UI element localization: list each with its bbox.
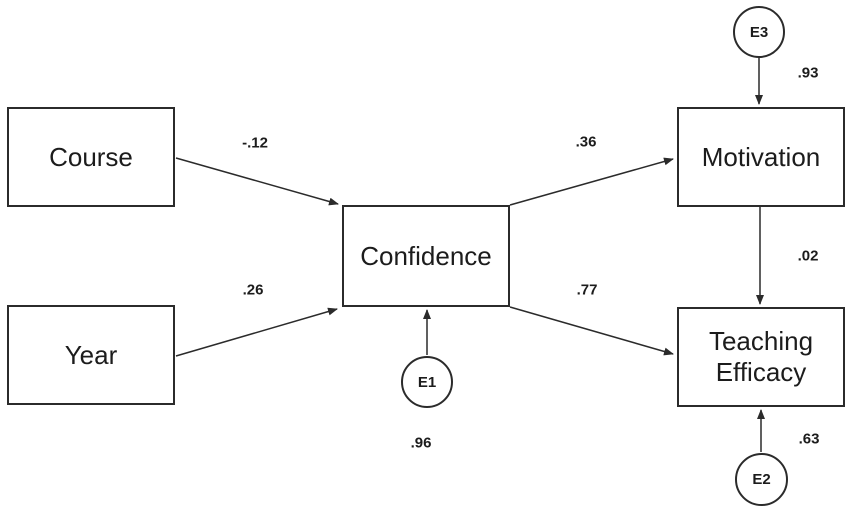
arrow-confidence-to-motivation [509, 157, 674, 206]
coef-motivation-to-teaching-efficacy: .02 [797, 247, 819, 265]
coef-year-to-confidence: .26 [242, 281, 264, 299]
node-confidence: Confidence [342, 205, 510, 307]
coef-confidence-to-motivation: .36 [575, 133, 597, 151]
node-e2-label: E2 [752, 471, 771, 488]
node-e2: E2 [735, 453, 788, 506]
node-teaching-efficacy: Teaching Efficacy [677, 307, 845, 407]
node-motivation: Motivation [677, 107, 845, 207]
node-year-label: Year [64, 339, 118, 370]
coef-e3-to-motivation: .93 [797, 64, 819, 82]
coef-course-to-confidence: -.12 [242, 134, 268, 152]
node-year: Year [7, 305, 175, 405]
node-e3-label: E3 [749, 23, 769, 41]
node-confidence-label: Confidence [360, 240, 492, 271]
node-e1-label: E1 [417, 373, 437, 391]
node-motivation-label: Motivation [701, 141, 821, 172]
node-e3: E3 [733, 6, 785, 58]
node-teaching-efficacy-label: Teaching Efficacy [708, 326, 814, 387]
coef-confidence-to-teaching-efficacy: .77 [576, 281, 598, 299]
node-course-label: Course [49, 141, 133, 172]
arrow-course-to-confidence [175, 157, 339, 206]
arrow-confidence-to-teaching-efficacy [509, 306, 674, 356]
coef-e1-to-confidence: .96 [410, 434, 432, 452]
coef-e2-to-teaching-efficacy: .63 [798, 430, 820, 448]
node-e1: E1 [401, 356, 453, 408]
arrow-year-to-confidence [175, 307, 338, 357]
node-course: Course [7, 107, 175, 207]
